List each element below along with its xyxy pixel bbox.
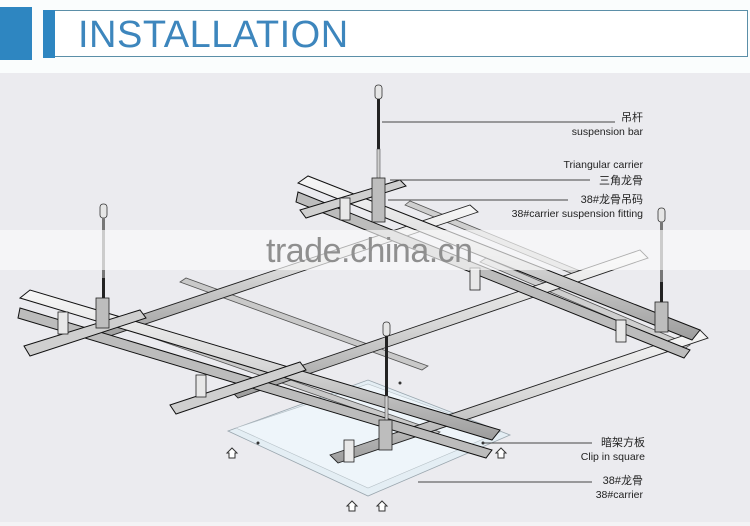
header-banner: INSTALLATION [0,0,750,73]
up-arrow-markers [225,447,508,512]
up-arrow-icon [345,500,359,512]
rail-clips [57,197,627,463]
label-clip-in-square: 暗架方板 Clip in square [580,437,645,463]
suspension-rod-top-center [371,84,386,223]
suspension-rod-center [378,321,393,451]
header-title-box [43,10,748,57]
up-arrow-icon [494,447,508,459]
up-arrow-icon [375,500,389,512]
header-accent-block [0,7,32,60]
up-arrow-icon [225,447,239,459]
label-carrier-suspension-fitting: 38#龙骨吊码 38#carrier suspension fitting [511,194,643,220]
watermark-text: trade.china.cn [266,232,473,270]
leader-lines [382,121,615,483]
label-triangular-carrier: Triangular carrier 三角龙骨 [563,159,643,187]
watermark-band [0,230,750,270]
suspension-rods [95,84,669,451]
label-suspension-bar: 吊杆 suspension bar [571,112,643,138]
page-title: INSTALLATION [78,14,349,56]
label-38-carrier: 38#龙骨 38#carrier [595,475,643,501]
header-accent-bar [43,10,55,58]
bottom-edge [0,522,750,526]
suspension-rod-right [654,207,669,333]
